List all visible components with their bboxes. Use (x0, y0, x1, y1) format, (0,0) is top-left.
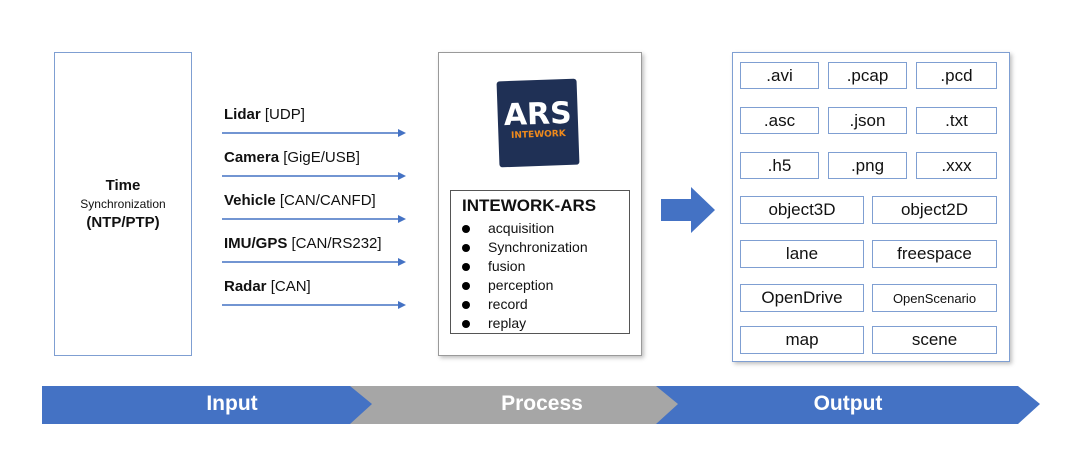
phase-output-label: Output (813, 392, 883, 415)
input-arrow-radar (222, 301, 406, 309)
output-opendrive: OpenDrive (740, 284, 864, 312)
format-pcap: .pcap (828, 62, 907, 89)
feature-item: Synchronization (462, 238, 588, 257)
feature-item: perception (462, 276, 588, 295)
output-openscenario: OpenScenario (872, 284, 997, 312)
input-arrow-camera (222, 172, 406, 180)
format-xxx: .xxx (916, 152, 997, 179)
input-radar: Radar [CAN] (224, 278, 311, 295)
input-camera: Camera [GigE/USB] (224, 149, 360, 166)
input-imu-gps: IMU/GPS [CAN/RS232] (224, 235, 382, 252)
time-sync-box: Time Synchronization (NTP/PTP) (54, 52, 192, 356)
intework-ars-title: INTEWORK-ARS (462, 196, 597, 215)
synchronization-label: Synchronization (80, 196, 166, 211)
format-txt: .txt (916, 107, 997, 134)
input-lidar: Lidar [UDP] (224, 106, 305, 123)
format-png: .png (828, 152, 907, 179)
time-label: Time (105, 176, 141, 194)
format-pcd: .pcd (916, 62, 997, 89)
format-asc: .asc (740, 107, 819, 134)
ntp-ptp-label: (NTP/PTP) (86, 213, 160, 231)
phase-input-label: Input (206, 392, 258, 415)
input-arrow-vehicle (222, 215, 406, 223)
format-avi: .avi (740, 62, 819, 89)
process-chevron (344, 386, 678, 424)
intework-ars-panel (450, 190, 630, 334)
format-h5: .h5 (740, 152, 819, 179)
phase-bar (42, 386, 1040, 424)
output-map: map (740, 326, 864, 354)
input-chevron (42, 386, 372, 424)
output-lane: lane (740, 240, 864, 268)
feature-item: fusion (462, 257, 588, 276)
feature-list: acquisition Synchronization fusion perce… (462, 219, 588, 333)
format-json: .json (828, 107, 907, 134)
output-object3d: object3D (740, 196, 864, 224)
feature-item: record (462, 295, 588, 314)
input-arrow-lidar (222, 129, 406, 137)
ars-logo: ARS INTEWORK (496, 78, 580, 168)
process-to-output-arrow (661, 187, 715, 233)
output-scene: scene (872, 326, 997, 354)
output-object2d: object2D (872, 196, 997, 224)
output-freespace: freespace (872, 240, 997, 268)
input-arrow-imu-gps (222, 258, 406, 266)
output-chevron (650, 386, 1040, 424)
feature-item: acquisition (462, 219, 588, 238)
ars-logo-text: ARS (503, 95, 573, 134)
phase-process-label: Process (501, 392, 583, 415)
input-vehicle: Vehicle [CAN/CANFD] (224, 192, 376, 209)
feature-item: replay (462, 314, 588, 333)
